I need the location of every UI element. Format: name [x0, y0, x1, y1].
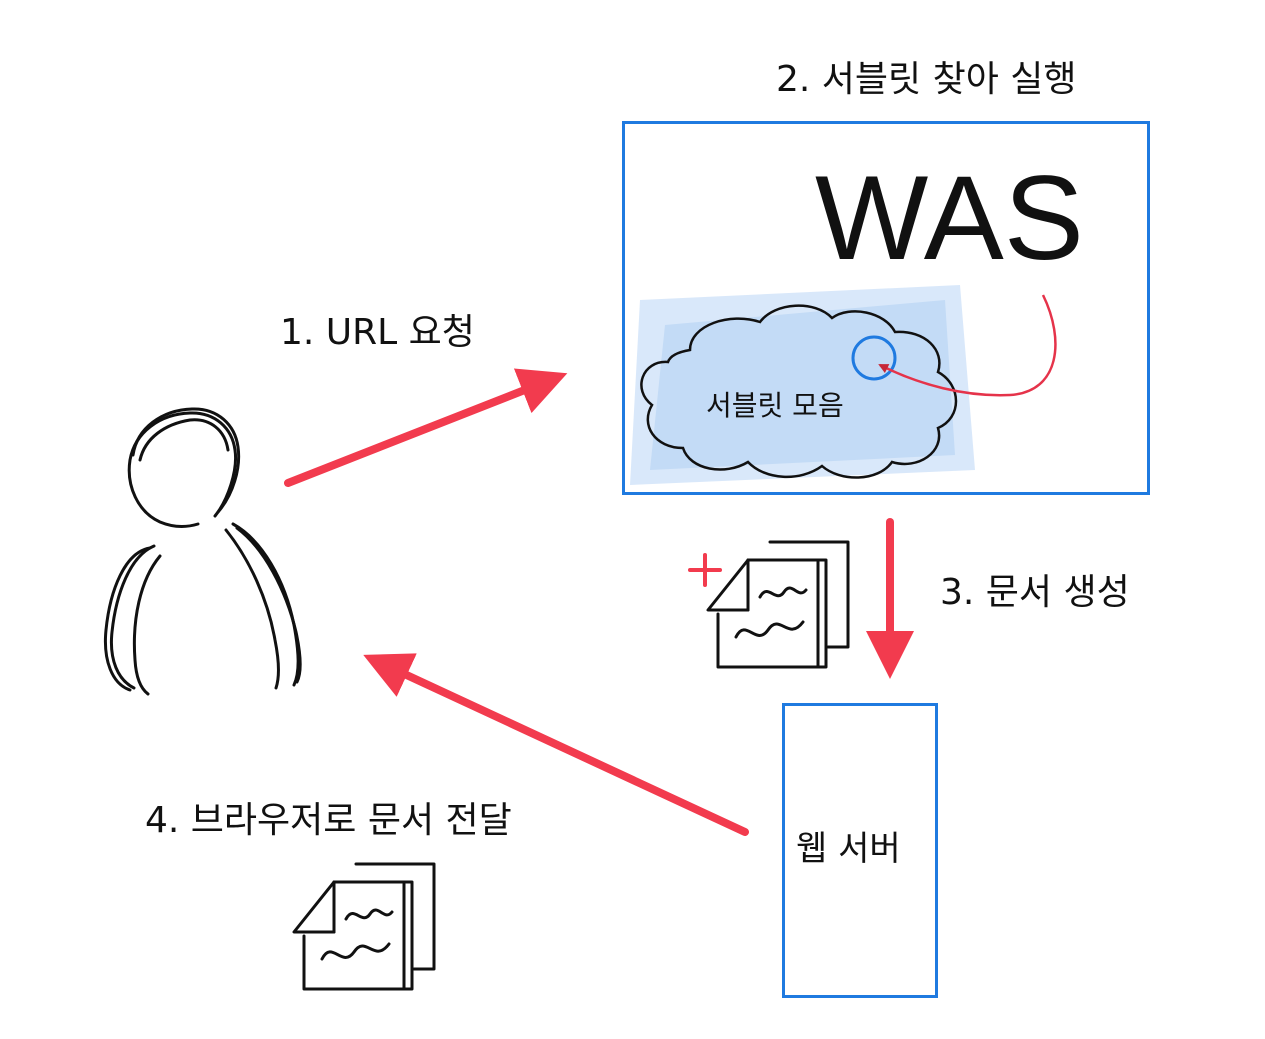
person-icon — [103, 407, 302, 696]
web-server-label: 웹 서버 — [796, 829, 901, 869]
document-stack-icon — [292, 862, 436, 991]
was-box — [622, 121, 1150, 495]
web-server-box — [782, 703, 938, 998]
step1-label: 1. URL 요청 — [280, 312, 475, 353]
servlet-cloud-label: 서블릿 모음 — [706, 389, 844, 422]
servlet-target-circle — [851, 335, 897, 381]
step3-label: 3. 문서 생성 — [940, 572, 1130, 613]
step4-label: 4. 브라우저로 문서 전달 — [145, 800, 512, 841]
servlet-cloud — [630, 285, 975, 485]
arrow-find-servlet — [878, 294, 1057, 397]
document-stack-icon — [706, 540, 850, 669]
arrow-deliver-document — [363, 653, 749, 836]
arrow-url-request — [284, 368, 568, 487]
step2-label: 2. 서블릿 찾아 실행 — [776, 59, 1077, 100]
was-title: WAS — [815, 151, 1084, 285]
plus-icon — [688, 553, 722, 587]
